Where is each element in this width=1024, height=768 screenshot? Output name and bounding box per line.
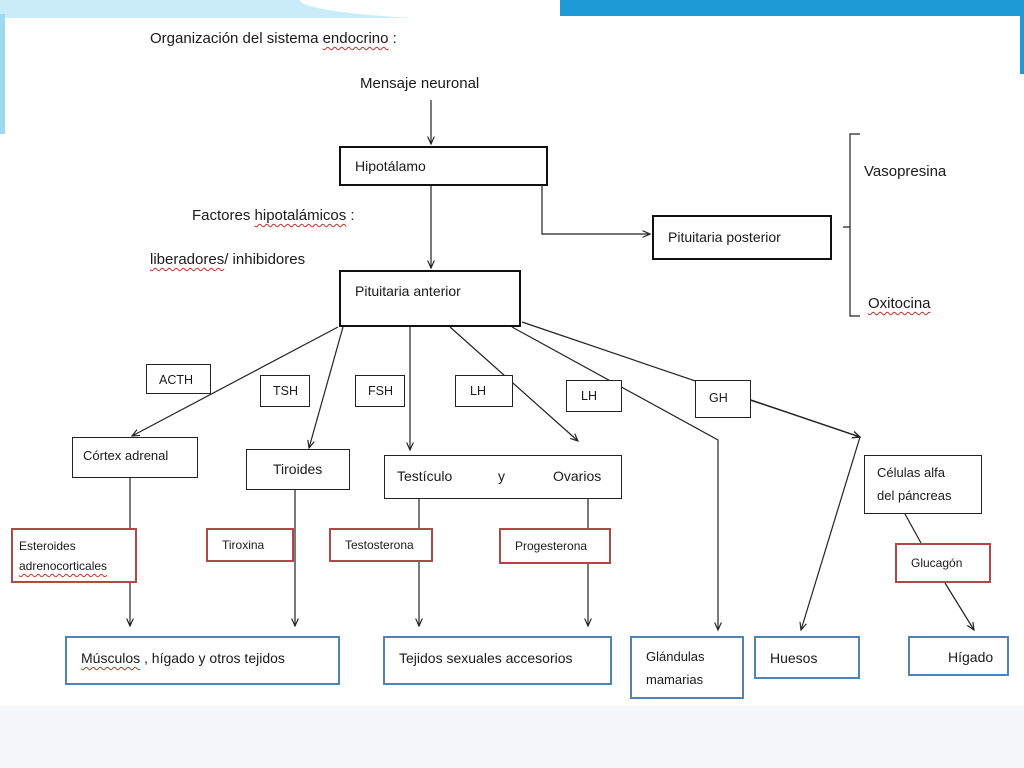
arrow-gh-celulas (749, 399, 860, 437)
cortex-adrenal-label: Córtex adrenal (83, 448, 169, 463)
factores-hipotalamicos: hipotalámicos (254, 207, 347, 224)
huesos-label: Huesos (770, 650, 818, 666)
hormone-lh-2: LH (566, 380, 622, 412)
diagram-title: Organización del sistema endocrino : (150, 30, 397, 47)
title-text: Organización del sistema (150, 30, 323, 47)
hormone-tsh: TSH (260, 375, 310, 407)
musculos-rest: , hígado y otros tejidos (140, 650, 285, 666)
musculos-box: Músculos , hígado y otros tejidos (65, 636, 340, 685)
pituitaria-posterior-box: Pituitaria posterior (652, 215, 832, 260)
bracket-posterior (843, 133, 860, 317)
slide-top-swoosh (300, 0, 560, 22)
glandulas-box: Glándulas mamarias (630, 636, 744, 699)
tiroides-box: Tiroides (246, 449, 350, 490)
factores-suffix: : (346, 207, 355, 224)
y-label: y (498, 468, 505, 484)
tsh-label: TSH (273, 384, 298, 398)
arrow-glucagon-higado (944, 582, 974, 630)
pituitaria-posterior-label: Pituitaria posterior (668, 229, 781, 245)
musculos-word: Músculos (81, 650, 141, 666)
acth-label: ACTH (159, 373, 194, 387)
liberadores-suffix: / inhibidores (224, 251, 306, 268)
title-colon: : (388, 30, 397, 47)
celulas-line2: del páncreas (877, 488, 952, 503)
ovarios-label: Ovarios (553, 468, 602, 484)
esteroides-line2: adrenocorticales (19, 559, 108, 573)
higado-label: Hígado (948, 649, 994, 665)
tiroxina-label: Tiroxina (222, 538, 265, 552)
lh-label-2: LH (581, 389, 597, 403)
arrow-tsh-tiroides (309, 326, 344, 448)
tejidos-label: Tejidos sexuales accesorios (399, 650, 573, 666)
progesterona-label: Progesterona (515, 539, 588, 553)
pituitaria-anterior-label: Pituitaria anterior (355, 283, 461, 299)
celulas-alfa-box: Células alfa del páncreas (864, 455, 982, 514)
hormone-acth: ACTH (146, 364, 211, 394)
glandulas-line2: mamarias (646, 672, 704, 687)
hormone-fsh: FSH (355, 375, 405, 407)
liberadores-label: liberadores/ inhibidores (150, 251, 305, 268)
glandulas-line1: Glándulas (646, 649, 705, 664)
lh-label-1: LH (470, 384, 486, 398)
pituitaria-anterior-box: Pituitaria anterior (339, 270, 521, 327)
oxitocina-label: Oxitocina (868, 295, 931, 312)
mensaje-neuronal-label: Mensaje neuronal (360, 75, 480, 92)
huesos-box: Huesos (754, 636, 860, 679)
tejidos-box: Tejidos sexuales accesorios (383, 636, 612, 685)
line-celulas-glucagon (904, 513, 922, 544)
factores-prefix: Factores (192, 207, 255, 224)
musculos-label: Músculos , hígado y otros tejidos (81, 650, 285, 666)
title-endocrino: endocrino (322, 30, 389, 47)
arrow-hipotalamo-posterior (541, 186, 650, 234)
slide-left-bar (0, 14, 5, 134)
fsh-label: FSH (368, 384, 393, 398)
hipotalamo-box: Hipotálamo (339, 146, 548, 186)
hormone-lh: LH (455, 375, 513, 407)
esteroides-box: Esteroides adrenocorticales (11, 528, 137, 583)
testosterona-box: Testosterona (329, 528, 433, 562)
liberadores-word: liberadores (150, 251, 225, 268)
celulas-line1: Células alfa (877, 465, 945, 480)
testosterona-label: Testosterona (345, 538, 414, 552)
hormone-gh: GH (695, 380, 751, 418)
testiculo-label: Testículo (397, 468, 453, 484)
gh-label: GH (709, 391, 728, 405)
slide-right-bar (1020, 14, 1024, 74)
arrow-gh-huesos (801, 436, 861, 630)
tiroides-label: Tiroides (273, 461, 323, 477)
slide-bottom-band (0, 706, 1024, 768)
glucagon-box: Glucagón (895, 543, 991, 583)
glucagon-label: Glucagón (911, 556, 963, 570)
cortex-adrenal-box: Córtex adrenal (72, 437, 198, 478)
tiroxina-box: Tiroxina (206, 528, 294, 562)
hipotalamo-label: Hipotálamo (355, 158, 426, 174)
progesterona-box: Progesterona (499, 528, 611, 564)
higado-box: Hígado (908, 636, 1009, 676)
esteroides-line1: Esteroides (19, 539, 76, 553)
vasopresina-label: Vasopresina (864, 163, 947, 180)
testiculo-ovarios-box: Testículo y Ovarios (384, 455, 622, 499)
factores-label: Factores hipotalámicos : (192, 207, 355, 224)
